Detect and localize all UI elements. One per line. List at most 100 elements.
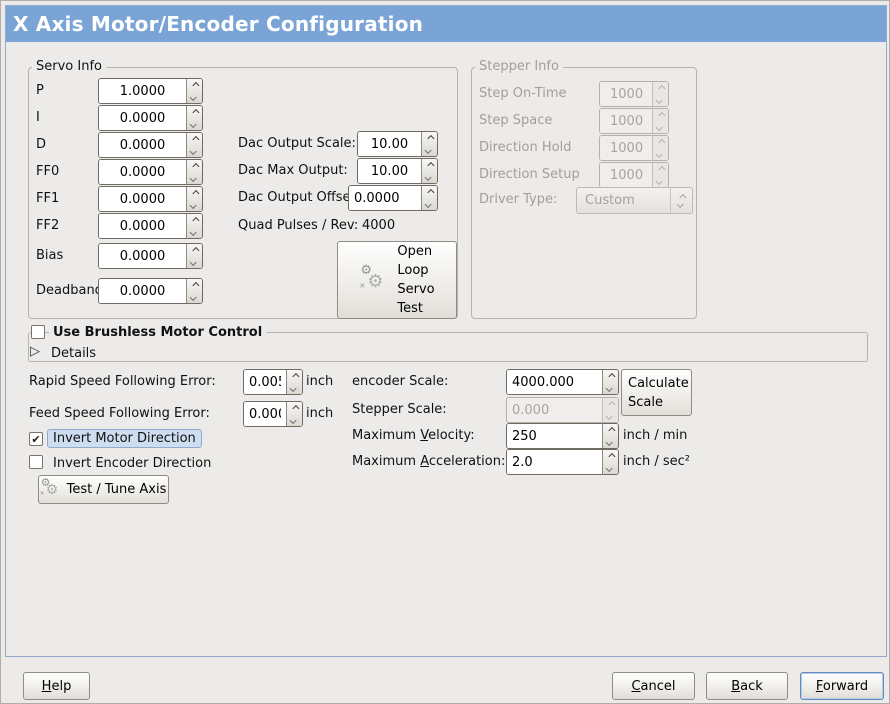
chevron-down-icon	[289, 416, 297, 424]
use-brushless-label[interactable]: Use Brushless Motor Control	[49, 325, 267, 341]
spin-up-button[interactable]	[422, 159, 437, 171]
i-input[interactable]	[99, 106, 186, 130]
ff1-spin-buttons[interactable]	[186, 187, 202, 211]
spin-up-button[interactable]	[187, 214, 202, 226]
ff0-spin-buttons[interactable]	[186, 160, 202, 184]
spin-up-button[interactable]	[187, 106, 202, 118]
ff2-spin-buttons[interactable]	[186, 214, 202, 238]
chevron-up-icon	[608, 400, 616, 408]
spin-up-button[interactable]	[603, 424, 618, 436]
dac-offset-spin-buttons[interactable]	[421, 186, 437, 210]
back-button[interactable]: Back	[706, 672, 788, 700]
max-velocity-spin-buttons[interactable]	[602, 424, 618, 448]
direction-hold-input	[600, 136, 652, 160]
chevron-up-icon	[192, 108, 200, 116]
spin-down-button[interactable]	[187, 91, 202, 103]
spin-down-button[interactable]	[187, 291, 202, 303]
help-button[interactable]: Help	[23, 672, 90, 700]
forward-button[interactable]: Forward	[800, 672, 884, 700]
d-input[interactable]	[99, 133, 186, 157]
bias-spin-buttons[interactable]	[186, 244, 202, 268]
spin-down-button[interactable]	[422, 198, 437, 210]
title-banner: X Axis Motor/Encoder Configuration	[6, 6, 886, 42]
spin-down-button[interactable]	[187, 145, 202, 157]
bias-spinbox	[98, 243, 203, 269]
bias-input[interactable]	[99, 244, 186, 268]
use-brushless-checkbox[interactable]	[31, 325, 45, 339]
encoder-scale-input[interactable]	[507, 370, 602, 394]
deadband-input[interactable]	[99, 279, 186, 303]
spin-up-button[interactable]	[187, 187, 202, 199]
combobox-arrows	[670, 188, 692, 213]
spin-down-button[interactable]	[187, 199, 202, 211]
label-text: elocity:	[428, 428, 475, 443]
ff2-input[interactable]	[99, 214, 186, 238]
chevron-down-icon	[655, 123, 663, 131]
spin-up-button[interactable]	[187, 160, 202, 172]
dac-scale-spin-buttons[interactable]	[421, 132, 437, 156]
p-spin-buttons[interactable]	[186, 79, 202, 103]
feed-following-error-spinbox	[243, 401, 303, 427]
ff0-input[interactable]	[99, 160, 186, 184]
chevron-down-icon	[605, 384, 613, 392]
ff1-input[interactable]	[99, 187, 186, 211]
dac-output-offset-input[interactable]	[349, 186, 421, 210]
calculate-scale-button[interactable]: Calculate Scale	[621, 369, 692, 416]
spin-down-button[interactable]	[422, 171, 437, 183]
expander-triangle-icon[interactable]: ▷	[30, 344, 40, 359]
spin-up-button[interactable]	[187, 279, 202, 291]
rapid-following-error-input[interactable]	[244, 370, 286, 394]
max-acceleration-spin-buttons[interactable]	[602, 450, 618, 474]
spin-down-button[interactable]	[422, 144, 437, 156]
invert-motor-checkbox[interactable]: ✔	[29, 432, 43, 446]
d-spinbox	[98, 132, 203, 158]
step-on-time-spinbox	[599, 81, 669, 107]
feed-spin-buttons[interactable]	[286, 402, 302, 426]
dac-output-scale-input[interactable]	[358, 132, 421, 156]
spin-down-button[interactable]	[287, 382, 302, 394]
d-spin-buttons[interactable]	[186, 133, 202, 157]
spin-up-button[interactable]	[287, 402, 302, 414]
deadband-spin-buttons[interactable]	[186, 279, 202, 303]
spin-up-button[interactable]	[422, 132, 437, 144]
max-velocity-input[interactable]	[507, 424, 602, 448]
spin-up-button[interactable]	[603, 370, 618, 382]
max-acceleration-label: Maximum Acceleration:	[352, 454, 505, 469]
help-button-label: Help	[42, 679, 72, 694]
mnemonic: V	[420, 428, 429, 443]
ff2-spinbox	[98, 213, 203, 239]
spin-down-button[interactable]	[603, 436, 618, 448]
spin-up-button[interactable]	[422, 186, 437, 198]
invert-encoder-label[interactable]: Invert Encoder Direction	[53, 456, 212, 471]
spin-down-button[interactable]	[603, 382, 618, 394]
invert-encoder-checkbox[interactable]	[29, 455, 43, 469]
dac-max-spin-buttons[interactable]	[421, 159, 437, 183]
invert-motor-label[interactable]: Invert Motor Direction	[47, 429, 202, 448]
chevron-down-icon	[424, 173, 432, 181]
spin-up-button[interactable]	[187, 133, 202, 145]
dac-max-output-input[interactable]	[358, 159, 421, 183]
spin-up-button[interactable]	[187, 79, 202, 91]
encoder-scale-spin-buttons[interactable]	[602, 370, 618, 394]
chevron-up-icon	[658, 84, 666, 92]
spin-down-button[interactable]	[187, 226, 202, 238]
open-loop-servo-test-button[interactable]: ⚙ ⚙ ✕ Open Loop Servo Test	[337, 241, 457, 319]
p-input[interactable]	[99, 79, 186, 103]
spin-up-button[interactable]	[287, 370, 302, 382]
spin-down-button[interactable]	[187, 118, 202, 130]
details-expander-label[interactable]: Details	[51, 346, 97, 361]
spin-down-button[interactable]	[603, 462, 618, 474]
spin-down-button[interactable]	[187, 256, 202, 268]
spin-up-button[interactable]	[603, 450, 618, 462]
feed-following-error-label: Feed Speed Following Error:	[29, 406, 210, 421]
i-spin-buttons[interactable]	[186, 106, 202, 130]
feed-following-error-input[interactable]	[244, 402, 286, 426]
max-acceleration-spinbox	[506, 449, 619, 475]
test-tune-axis-button[interactable]: ⚙ ⚙ ✕ Test / Tune Axis	[38, 475, 169, 504]
max-acceleration-input[interactable]	[507, 450, 602, 474]
rapid-spin-buttons[interactable]	[286, 370, 302, 394]
spin-down-button[interactable]	[287, 414, 302, 426]
cancel-button[interactable]: Cancel	[612, 672, 695, 700]
spin-down-button[interactable]	[187, 172, 202, 184]
spin-up-button[interactable]	[187, 244, 202, 256]
